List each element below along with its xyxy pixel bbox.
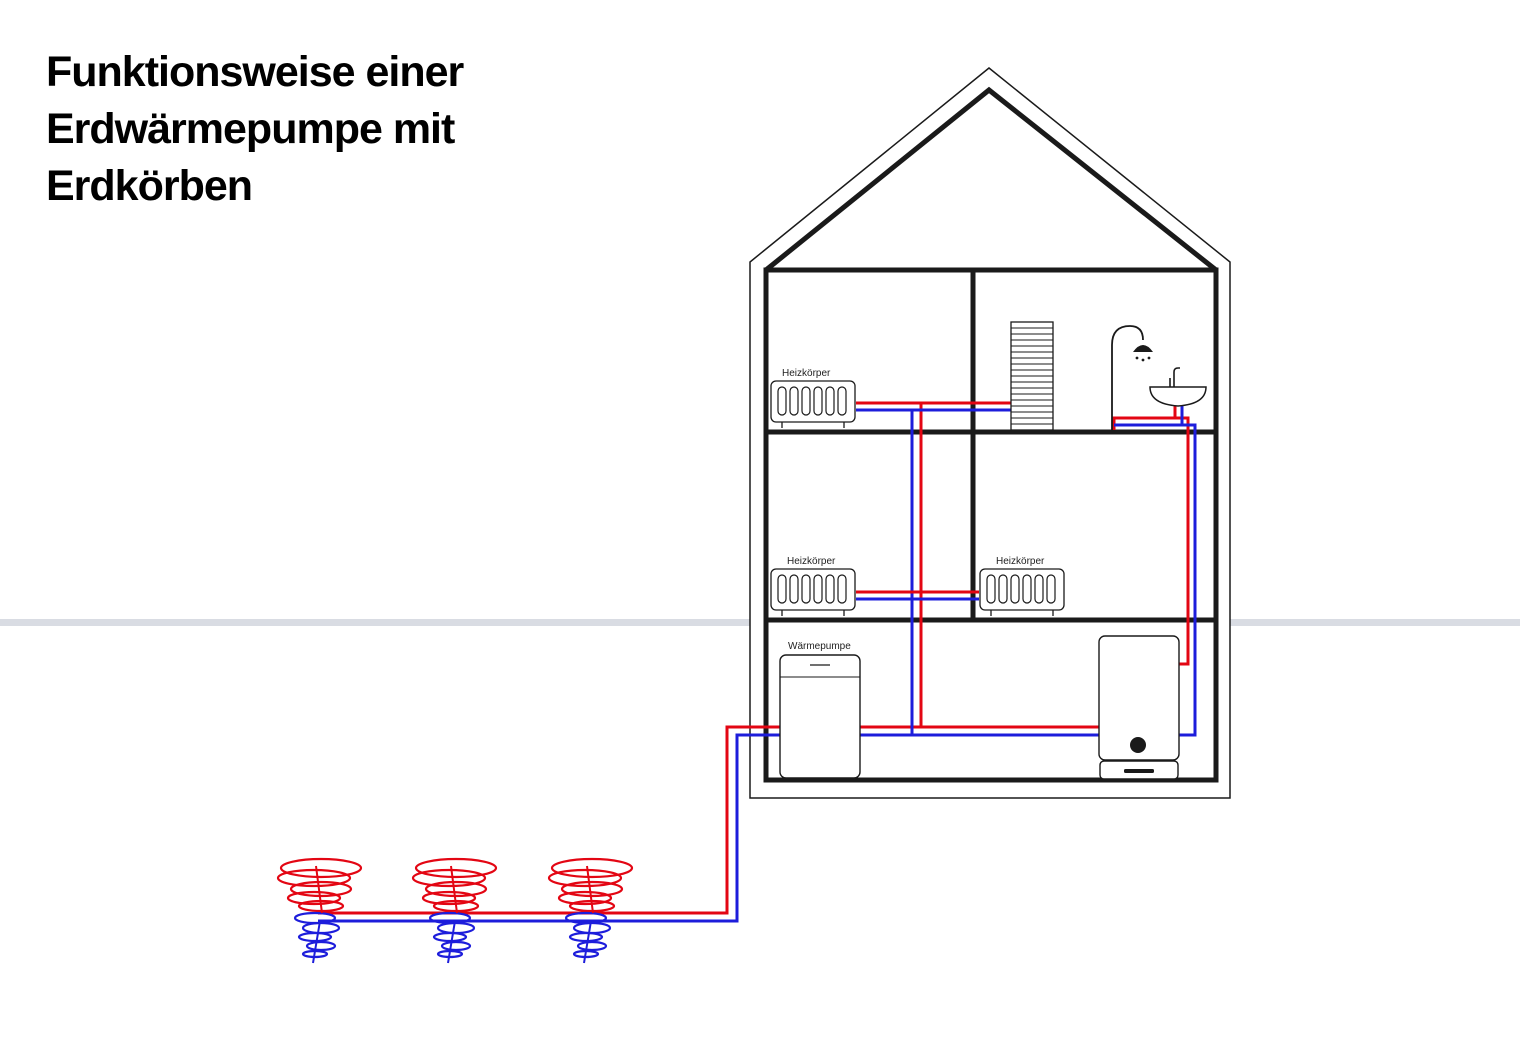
title-line-3: Erdkörben — [46, 162, 253, 210]
tank-return-pipe — [1114, 423, 1197, 737]
radiator-top: Heizkörper — [770, 368, 856, 428]
radiator-mid-right-label: Heizkörper — [996, 556, 1045, 567]
house-interior-frame — [763, 267, 1219, 783]
earth-baskets — [276, 857, 634, 964]
storage-tank — [1098, 635, 1180, 780]
earth-basket-coil — [411, 857, 498, 964]
heat-pump-unit: Wärmepumpe — [779, 641, 861, 779]
radiator-mid-right: Heizkörper — [979, 556, 1065, 616]
ground-supply-pipe — [318, 725, 780, 915]
title-line-2: Erdwärmepumpe mit — [46, 105, 455, 153]
radiator-top-label: Heizkörper — [782, 368, 831, 379]
pipes — [318, 401, 1197, 923]
shower-icon — [1111, 325, 1153, 430]
earth-basket-coil — [276, 857, 363, 964]
ground-return-pipe — [318, 733, 780, 923]
earth-basket-coil — [547, 857, 634, 964]
roof-line — [764, 86, 1218, 272]
page-title: Funktionsweise einer Erdwärmepumpe mit E… — [46, 44, 606, 215]
sink-icon — [1149, 367, 1207, 407]
title-line-1: Funktionsweise einer — [46, 48, 464, 96]
heat-pump-label: Wärmepumpe — [788, 641, 851, 652]
ground-line — [0, 619, 1520, 626]
tank-supply-pipe — [1112, 416, 1190, 666]
radiator-mid-left: Heizkörper — [770, 556, 856, 616]
towel-radiator-icon — [1010, 321, 1054, 431]
radiator-mid-left-label: Heizkörper — [787, 556, 836, 567]
